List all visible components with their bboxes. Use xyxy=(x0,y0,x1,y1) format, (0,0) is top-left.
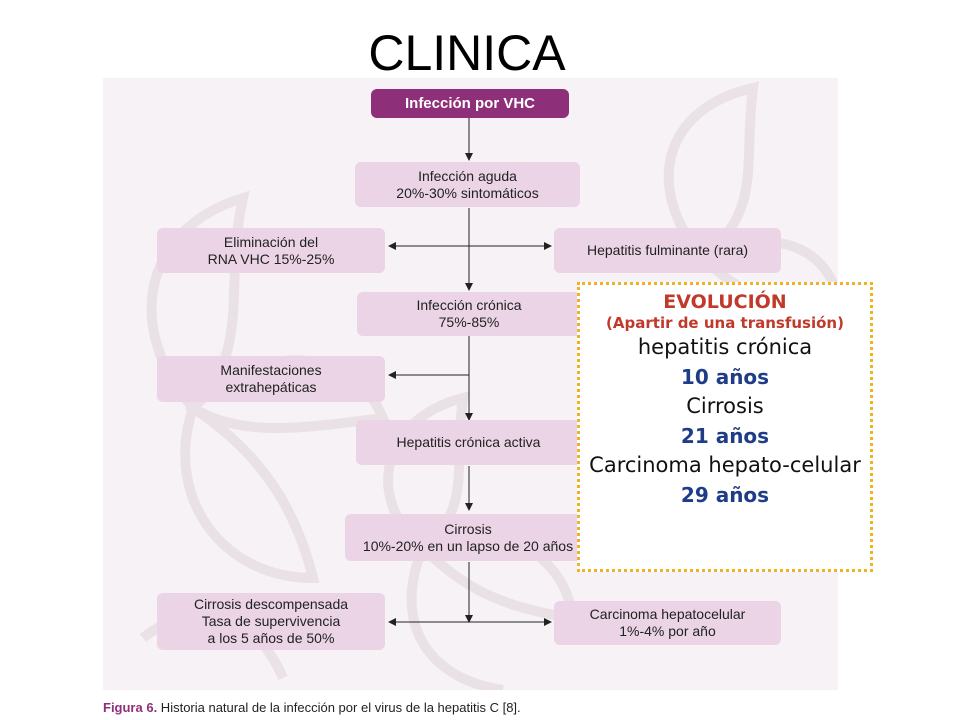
evolution-callout: EVOLUCIÓN (Apartir de una transfusión) h… xyxy=(577,282,873,572)
node-fulminant-hepatitis: Hepatitis fulminante (rara) xyxy=(554,228,781,273)
node-acute-infection: Infección aguda 20%-30% sintomáticos xyxy=(355,162,580,207)
flowchart-connectors xyxy=(388,118,552,626)
callout-years-cirrhosis: 21 años xyxy=(680,424,770,448)
node-hepatocellular-carcinoma: Carcinoma hepatocelular 1%-4% por año xyxy=(554,601,781,645)
callout-title: EVOLUCIÓN xyxy=(663,291,787,313)
node-active-chronic-hepatitis: Hepatitis crónica activa xyxy=(356,420,581,465)
callout-subtitle: (Apartir de una transfusión) xyxy=(606,314,844,332)
node-hcv-infection: Infección por VHC xyxy=(371,89,569,118)
figure-caption-text: Historia natural de la infección por el … xyxy=(157,700,521,715)
node-cirrhosis: Cirrosis 10%-20% en un lapso de 20 años xyxy=(345,514,591,561)
node-extrahepatic-manifestations: Manifestaciones extrahepáticas xyxy=(157,356,385,402)
callout-years-carcinoma: 29 años xyxy=(680,483,770,507)
callout-stage-carcinoma: Carcinoma hepato-celular xyxy=(589,453,861,477)
node-chronic-infection: Infección crónica 75%-85% xyxy=(357,292,581,336)
figure-caption: Figura 6. Historia natural de la infecci… xyxy=(103,700,521,715)
slide-title: CLINICA xyxy=(368,25,566,81)
figure-caption-label: Figura 6. xyxy=(103,700,158,715)
node-rna-elimination: Eliminación del RNA VHC 15%-25% xyxy=(157,228,385,273)
callout-stage-chronic-hepatitis: hepatitis crónica xyxy=(637,335,813,359)
node-decompensated-cirrhosis: Cirrosis descompensada Tasa de supervive… xyxy=(157,593,385,650)
callout-years-chronic-hepatitis: 10 años xyxy=(680,365,770,389)
callout-stage-cirrhosis: Cirrosis xyxy=(686,394,764,418)
